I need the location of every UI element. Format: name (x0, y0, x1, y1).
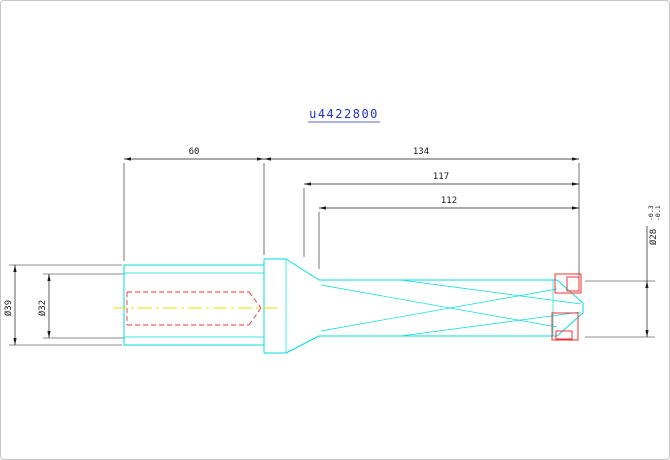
bottom-insert-detail (555, 330, 573, 340)
dimension-labels: 60 134 117 112 Ø39 Ø32 Ø28 -0.3 -0.1 (3, 147, 662, 316)
dim-label-cutting-diameter: Ø28 (648, 229, 659, 245)
dim-label-117: 117 (433, 172, 449, 182)
drill-body-outline (319, 279, 582, 337)
dimension-lines (13, 157, 649, 345)
top-insert (554, 273, 582, 294)
dim-label-shank-diameter: Ø39 (3, 300, 14, 316)
insert-layer (551, 273, 582, 341)
title-block: u4422800 (308, 107, 380, 123)
drawing-title: u4422800 (309, 107, 379, 121)
dim-label-shank-length: 60 (189, 147, 200, 157)
dim-label-112: 112 (441, 196, 457, 206)
bottom-insert (551, 312, 579, 341)
dim-label-cutting-tol-upper: -0.3 (647, 205, 655, 221)
extension-lines (9, 163, 655, 346)
dim-label-overall-length: 134 (413, 147, 429, 157)
part-outline-layer (123, 258, 584, 354)
dimension-layer: 60 134 117 112 Ø39 Ø32 Ø28 -0.3 -0.1 (3, 147, 662, 346)
top-insert-detail (566, 276, 580, 292)
dim-label-bore-diameter: Ø32 (37, 300, 48, 316)
hidden-bore-layer (126, 291, 262, 326)
drill-tip-outline (552, 279, 584, 337)
dim-label-cutting-tol-lower: -0.1 (654, 205, 662, 221)
dim-label-cutting-diameter-group: Ø28 -0.3 -0.1 (647, 205, 662, 245)
shank-outline (123, 264, 265, 346)
collar-outline (263, 258, 320, 354)
